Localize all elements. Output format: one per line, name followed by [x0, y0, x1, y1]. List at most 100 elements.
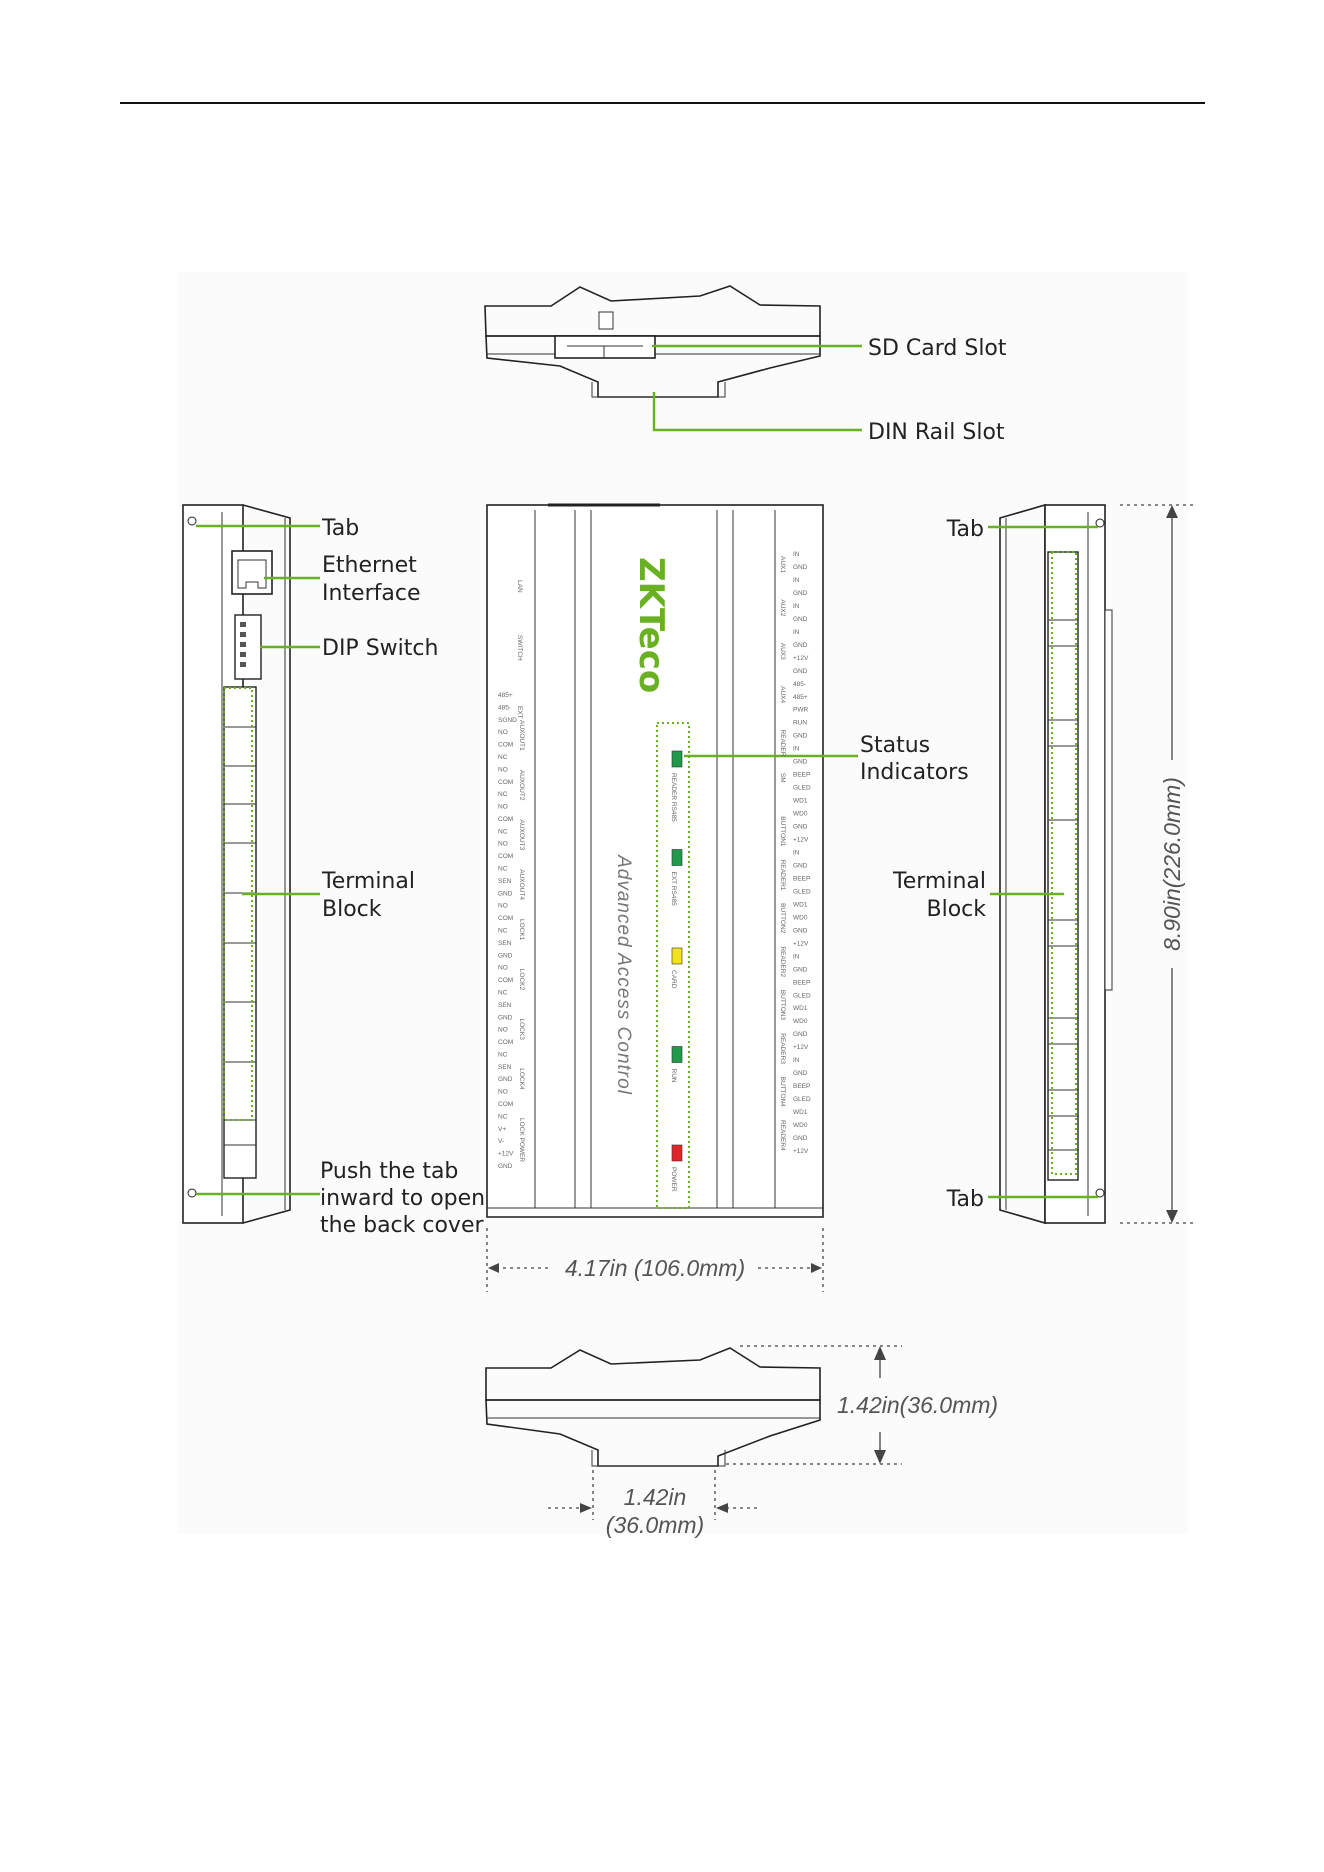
label-tab-left: Tab — [321, 516, 359, 541]
left-terminal-label: GND — [498, 1076, 513, 1083]
left-terminal-label: SEN — [498, 940, 512, 947]
label-dip-switch: DIP Switch — [322, 636, 438, 661]
label-status-line2: Indicators — [860, 760, 969, 785]
right-terminal-label: WD0 — [793, 914, 808, 921]
right-terminal-label: GND — [793, 733, 808, 740]
right-terminal-label: 485+ — [793, 694, 808, 701]
left-terminal-label: 485- — [498, 704, 511, 711]
label-terminal-right-line1: Terminal — [892, 869, 986, 894]
width-dimension — [486, 1228, 824, 1292]
label-ethernet-line1: Ethernet — [322, 553, 417, 578]
right-terminal-label: IN — [793, 746, 800, 753]
right-group-label: AUX3 — [779, 643, 786, 660]
dip-switch — [234, 614, 262, 680]
left-terminal-label: V- — [498, 1138, 504, 1145]
left-terminal-label: NO — [498, 804, 508, 811]
label-push-line3: the back cover — [320, 1213, 484, 1238]
label-din-rail-slot: DIN Rail Slot — [868, 420, 1005, 445]
port-switch-label: SWITCH — [516, 635, 523, 661]
left-terminal-label: COM — [498, 816, 513, 823]
left-terminal-label: NO — [498, 766, 508, 773]
front-view — [486, 503, 858, 1218]
status-led-label: EXT RS485 — [670, 872, 677, 907]
left-terminal-label: NC — [498, 1051, 508, 1058]
status-led-label: RUN — [670, 1069, 677, 1083]
right-top-tab — [1095, 518, 1105, 528]
dimension-width: 4.17in (106.0mm) — [565, 1255, 745, 1281]
left-terminal-label: NO — [498, 903, 508, 910]
right-terminal-label: WD1 — [793, 798, 808, 805]
right-terminal-label: WD1 — [793, 1005, 808, 1012]
left-terminal-label: COM — [498, 853, 513, 860]
status-led — [671, 947, 683, 965]
right-terminal-label: +12V — [793, 655, 809, 662]
right-terminal-label: WD0 — [793, 1018, 808, 1025]
right-terminal-label: PWR — [793, 707, 808, 714]
bottom-view — [485, 1347, 821, 1467]
left-bottom-tab — [187, 1188, 197, 1198]
sd-card-slot — [554, 335, 656, 359]
label-tab-right-bottom: Tab — [946, 1187, 984, 1212]
left-group-label: LOCK4 — [518, 1068, 525, 1090]
right-terminal-label: GLED — [793, 785, 811, 792]
left-terminal-label: NO — [498, 841, 508, 848]
left-terminal-label: GND — [498, 890, 513, 897]
right-terminal-labels: INGNDINGNDINGNDINGND+12VGND485-485+PWRRU… — [793, 551, 811, 1155]
left-group-label: AUXOUT1 — [518, 720, 525, 751]
left-group-label: LOCK2 — [518, 969, 525, 991]
right-terminal-label: WD0 — [793, 811, 808, 818]
left-terminal-label: GND — [498, 1163, 513, 1170]
right-terminal-label: IN — [793, 953, 800, 960]
label-push-line2: inward to open — [320, 1186, 485, 1211]
right-group-label: AUX4 — [779, 686, 786, 703]
right-group-label: BUTTON2 — [779, 903, 786, 934]
status-led-label: POWER — [670, 1167, 677, 1192]
right-terminal-label: GND — [793, 862, 808, 869]
left-terminal-label: NO — [498, 1089, 508, 1096]
right-group-label: READER3 — [779, 1033, 786, 1064]
right-terminal-label: IN — [793, 629, 800, 636]
right-group-label: AUX1 — [779, 556, 786, 573]
right-terminal-label: GND — [793, 759, 808, 766]
left-side-view — [182, 504, 320, 1224]
brand-logo: ZKTeco — [631, 557, 671, 693]
right-group-label: BUTTON3 — [779, 990, 786, 1021]
left-terminal-label: COM — [498, 742, 513, 749]
port-ext-label: EXT — [516, 706, 523, 719]
left-terminal-label: COM — [498, 915, 513, 922]
left-terminal-label: SEN — [498, 878, 512, 885]
right-terminal-label: GND — [793, 966, 808, 973]
dimension-height: 8.90in(226.0mm) — [1159, 777, 1185, 951]
right-terminal-label: 485- — [793, 681, 806, 688]
dimension-depth: 1.42in(36.0mm) — [837, 1392, 998, 1418]
left-terminal-label: COM — [498, 779, 513, 786]
right-bottom-tab — [1095, 1188, 1105, 1198]
left-terminal-label: NC — [498, 866, 508, 873]
right-terminal-label: GND — [793, 616, 808, 623]
right-group-label: SM — [779, 773, 786, 783]
depth-dimension — [726, 1345, 902, 1465]
right-group-label: READER2 — [779, 946, 786, 977]
left-group-labels: AUXOUT1AUXOUT2AUXOUT3AUXOUT4LOCK1LOCK2LO… — [518, 720, 525, 1162]
dip-switch-keys — [240, 622, 246, 667]
right-group-label: BUTTON4 — [779, 1077, 786, 1108]
right-group-label: AUX2 — [779, 599, 786, 616]
right-terminal-label: GND — [793, 927, 808, 934]
dimension-rail-line2: (36.0mm) — [606, 1512, 704, 1538]
left-terminal-label: COM — [498, 1039, 513, 1046]
right-terminal-label: BEEP — [793, 1083, 810, 1090]
right-group-label: BUTTON1 — [779, 816, 786, 847]
status-led — [671, 849, 683, 866]
right-terminal-label: GND — [793, 590, 808, 597]
left-terminal-label: COM — [498, 977, 513, 984]
right-group-label: READER4 — [779, 1120, 786, 1151]
ethernet-port — [231, 550, 273, 595]
right-terminal-label: GLED — [793, 1096, 811, 1103]
right-terminal-highlight — [1051, 551, 1077, 1175]
right-terminal-label: GND — [793, 1031, 808, 1038]
top-view — [484, 285, 862, 432]
label-terminal-right-line2: Block — [926, 897, 986, 922]
label-sd-card-slot: SD Card Slot — [868, 336, 1007, 361]
sd-card-icon — [598, 311, 614, 330]
